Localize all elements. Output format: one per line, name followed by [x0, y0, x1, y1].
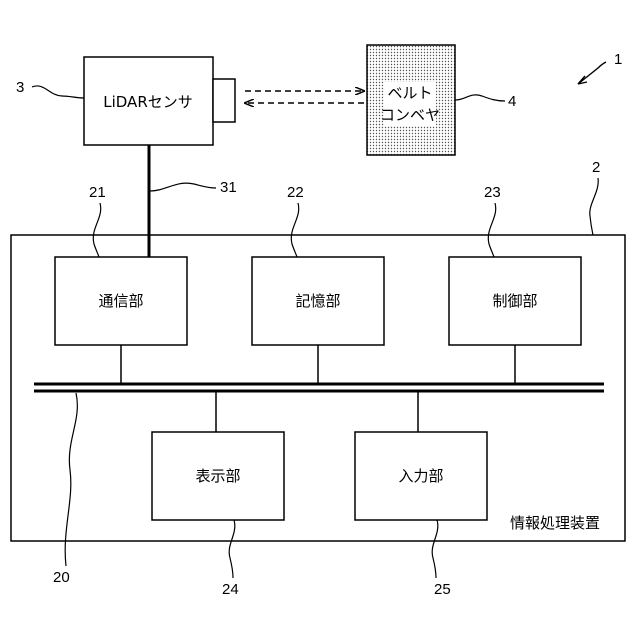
info-processing-device-label: 情報処理装置: [510, 514, 600, 532]
belt-conveyor-label-line2: コンベヤ: [380, 106, 440, 124]
input-unit-label: 入力部: [398, 467, 443, 485]
communication-unit-label: 通信部: [98, 292, 143, 310]
lidar-ref-number: 3: [16, 79, 24, 96]
lidar-sensor-label: LiDARセンサ: [103, 93, 193, 111]
control-unit: 制御部: [449, 257, 581, 345]
control-unit-label: 制御部: [492, 292, 537, 310]
cable-ref-number: 31: [220, 179, 237, 196]
belt-conveyor-label-line1: ベルト: [387, 84, 432, 102]
lidar-leader-line: [32, 86, 84, 98]
belt-conveyor: ベルト コンベヤ: [367, 45, 455, 155]
conveyor-leader-line: [455, 95, 505, 101]
control-leader-line: [488, 203, 495, 257]
storage-unit-label: 記憶部: [295, 292, 340, 310]
cable-leader-line: [150, 183, 216, 191]
bus-ref-number: 20: [53, 569, 70, 586]
control-ref-number: 23: [484, 184, 501, 201]
storage-unit: 記憶部: [252, 257, 384, 345]
display-unit-label: 表示部: [195, 467, 240, 485]
storage-leader-line: [291, 203, 298, 257]
storage-ref-number: 22: [287, 184, 304, 201]
input-leader-line: [432, 520, 438, 578]
device-leader-line: [590, 178, 598, 235]
figure-number-arrow: [578, 62, 606, 84]
communication-leader-line: [93, 203, 100, 257]
conveyor-ref-number: 4: [508, 93, 516, 110]
device-ref-number: 2: [592, 159, 600, 176]
figure-number: 1: [614, 51, 622, 68]
communication-ref-number: 21: [89, 184, 106, 201]
lidar-sensor-lens: [213, 79, 235, 122]
display-unit: 表示部: [152, 432, 284, 520]
communication-unit: 通信部: [55, 257, 187, 345]
lidar-sensor: LiDARセンサ: [84, 57, 235, 145]
display-leader-line: [229, 520, 235, 578]
input-unit: 入力部: [355, 432, 487, 520]
input-ref-number: 25: [434, 581, 451, 598]
display-ref-number: 24: [222, 581, 239, 598]
bus-leader-line: [65, 393, 77, 566]
